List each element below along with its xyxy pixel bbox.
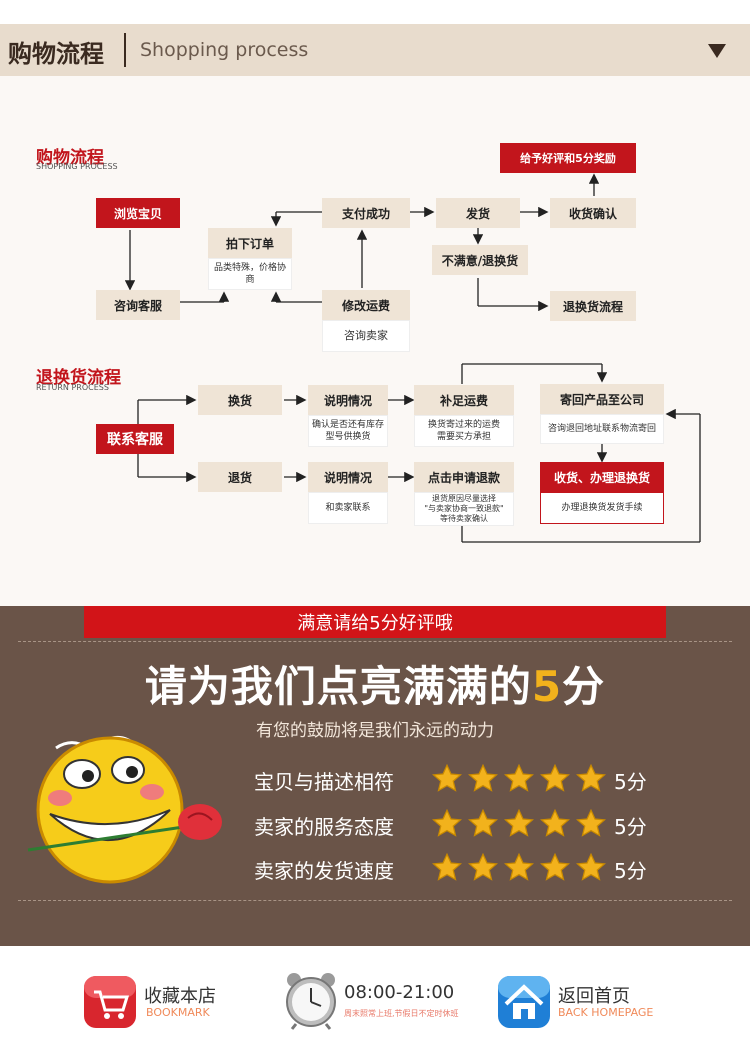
step-receive-note: 办理退换货发货手续 — [540, 492, 664, 524]
section-header: 购物流程 Shopping process — [0, 24, 750, 76]
rating-headline-number: 5 — [531, 662, 563, 711]
step-explain-exchange-note: 确认是否还有库存 型号供换货 — [308, 415, 388, 447]
rating-value-description: 5分 — [614, 770, 647, 794]
step-refund: 退货 — [198, 462, 282, 492]
rating-label-service: 卖家的服务态度 — [254, 815, 394, 839]
dashed-divider-top — [18, 641, 732, 642]
step-send-back: 寄回产品至公司 — [540, 384, 664, 414]
step-order: 拍下订单 — [208, 228, 292, 258]
back-homepage-sublabel: BACK HOMEPAGE — [558, 1006, 654, 1019]
step-modify-shipping: 修改运费 — [322, 290, 410, 320]
back-homepage-label: 返回首页 — [558, 986, 630, 1007]
returns-section-title: 退换货流程 — [36, 368, 121, 388]
step-receive: 收货、办理退换货 — [540, 462, 664, 492]
step-browse: 浏览宝贝 — [96, 198, 180, 228]
rating-stars-shipping — [432, 853, 606, 883]
star-icon[interactable] — [432, 853, 462, 883]
star-icon[interactable] — [504, 764, 534, 794]
dashed-divider-bottom — [18, 900, 732, 901]
star-icon[interactable] — [432, 809, 462, 839]
header-divider — [124, 33, 126, 67]
shopping-section-subtitle: SHOPPING PROCESS — [36, 162, 118, 171]
star-icon[interactable] — [468, 853, 498, 883]
smiley-rose-icon — [27, 735, 222, 884]
step-contact-service: 联系客服 — [96, 424, 174, 454]
step-exchange: 换货 — [198, 385, 282, 415]
rating-banner: 满意请给5分好评哦 — [84, 606, 666, 638]
step-good-review: 给予好评和5分奖励 — [500, 143, 636, 173]
step-send-back-note: 咨询退回地址联系物流寄回 — [540, 414, 664, 444]
collapse-triangle-icon[interactable] — [708, 44, 726, 58]
step-explain-refund: 说明情况 — [308, 462, 388, 492]
star-icon[interactable] — [540, 809, 570, 839]
rating-stars-service — [432, 809, 606, 839]
step-return-flow: 退换货流程 — [550, 291, 636, 321]
star-icon[interactable] — [504, 809, 534, 839]
business-hours-note: 周末照常上班,节假日不定时休班 — [344, 1009, 459, 1018]
rating-label-shipping: 卖家的发货速度 — [254, 859, 394, 883]
star-icon[interactable] — [540, 764, 570, 794]
step-apply-refund: 点击申请退款 — [414, 462, 514, 492]
star-icon[interactable] — [504, 853, 534, 883]
header-subtitle: Shopping process — [140, 39, 309, 61]
bookmark-sublabel: BOOKMARK — [146, 1006, 210, 1019]
step-explain-exchange: 说明情况 — [308, 385, 388, 415]
rating-label-description: 宝贝与描述相符 — [254, 770, 394, 794]
rating-headline: 请为我们点亮满满的5分 — [0, 653, 750, 714]
star-icon[interactable] — [540, 853, 570, 883]
header-title: 购物流程 — [8, 40, 104, 68]
step-explain-refund-note: 和卖家联系 — [308, 492, 388, 524]
rating-tagline: 有您的鼓励将是我们永远的动力 — [256, 721, 494, 741]
star-icon[interactable] — [576, 853, 606, 883]
rating-value-shipping: 5分 — [614, 859, 647, 883]
step-consult-seller: 咨询卖家 — [322, 320, 410, 352]
step-unsatisfied: 不满意/退换货 — [432, 245, 528, 275]
rating-headline-pre: 请为我们点亮满满的 — [144, 662, 532, 711]
step-consult: 咨询客服 — [96, 290, 180, 320]
shopping-section-title: 购物流程 — [36, 148, 104, 168]
step-add-shipping: 补足运费 — [414, 385, 514, 415]
step-ship: 发货 — [436, 198, 520, 228]
star-icon[interactable] — [468, 764, 498, 794]
rating-headline-post: 分 — [562, 662, 606, 711]
step-apply-refund-note: 退货原因尽量选择 "与卖家协商一致退款" 等待卖家确认 — [414, 492, 514, 526]
rating-stars-description — [432, 764, 606, 794]
step-pay-success: 支付成功 — [322, 198, 410, 228]
star-icon[interactable] — [468, 809, 498, 839]
shopping-cart-icon[interactable] — [82, 974, 138, 1030]
step-order-note: 品类特殊，价格协商 — [208, 258, 292, 290]
star-icon[interactable] — [432, 764, 462, 794]
star-icon[interactable] — [576, 809, 606, 839]
step-confirm-receipt: 收货确认 — [550, 198, 636, 228]
step-add-shipping-note: 换货寄过来的运费 需要买方承担 — [414, 415, 514, 447]
returns-section-subtitle: RETURN PROCESS — [36, 383, 109, 392]
business-hours: 08:00-21:00 — [344, 982, 455, 1003]
home-icon[interactable] — [496, 974, 552, 1030]
rating-value-service: 5分 — [614, 815, 647, 839]
bookmark-label: 收藏本店 — [144, 986, 216, 1007]
alarm-clock-icon — [286, 973, 336, 1030]
star-icon[interactable] — [576, 764, 606, 794]
